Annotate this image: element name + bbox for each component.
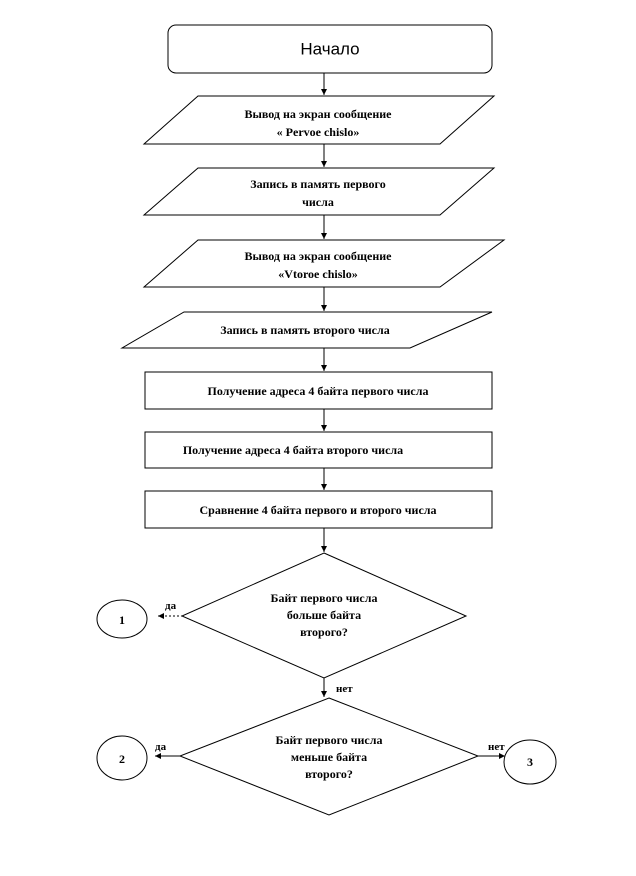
decision-2-line1: Байт первого числа <box>276 733 383 747</box>
connector-1 <box>96 599 148 639</box>
decision-2-line2: меньше байта <box>291 750 367 764</box>
output-step-1-line1: Вывод на экран сообщение <box>244 107 392 121</box>
process-step-1 <box>144 371 493 410</box>
input-step-2-line1: Запись в память второго числа <box>220 323 389 337</box>
process-step-2-label: Получение адреса 4 байта второго числа <box>183 443 403 457</box>
connector-3-label: 3 <box>527 755 533 769</box>
decision-1-line3: второго? <box>300 625 348 639</box>
input-step-1-line1: Запись в память первого <box>250 177 385 191</box>
output-step-1-line2: « Pervoe chislo» <box>277 125 360 139</box>
connector-1-label: 1 <box>119 613 125 627</box>
decision-1-line1: Байт первого числа <box>271 591 378 605</box>
connector-2 <box>96 735 148 781</box>
output-step-2-line2: «Vtoroe chislo» <box>278 267 357 281</box>
process-step-1-label: Получение адреса 4 байта первого числа <box>207 384 428 398</box>
connector-3 <box>503 739 557 785</box>
decision-1 <box>180 552 468 679</box>
process-step-3 <box>144 490 493 529</box>
decision-2-line3: второго? <box>305 767 353 781</box>
output-step-1 <box>142 95 496 145</box>
edge-label-no-1: нет <box>336 683 353 695</box>
input-step-2 <box>120 311 493 349</box>
input-step-1 <box>142 167 496 216</box>
connector-2-label: 2 <box>119 752 125 766</box>
edge-label-yes-1: да <box>165 600 177 612</box>
start-label: Начало <box>300 40 359 59</box>
output-step-2 <box>142 239 506 288</box>
process-step-3-label: Сравнение 4 байта первого и второго числ… <box>199 503 436 517</box>
edge-label-yes-2: да <box>155 741 167 753</box>
process-step-2 <box>144 431 493 469</box>
output-step-2-line1: Вывод на экран сообщение <box>244 249 392 263</box>
decision-2 <box>178 697 480 816</box>
decision-1-line2: больше байта <box>287 608 361 622</box>
flow-connectors <box>155 73 505 759</box>
edge-label-no-2: нет <box>488 741 505 753</box>
input-step-1-line2: числа <box>302 195 334 209</box>
start-terminator <box>167 24 493 74</box>
